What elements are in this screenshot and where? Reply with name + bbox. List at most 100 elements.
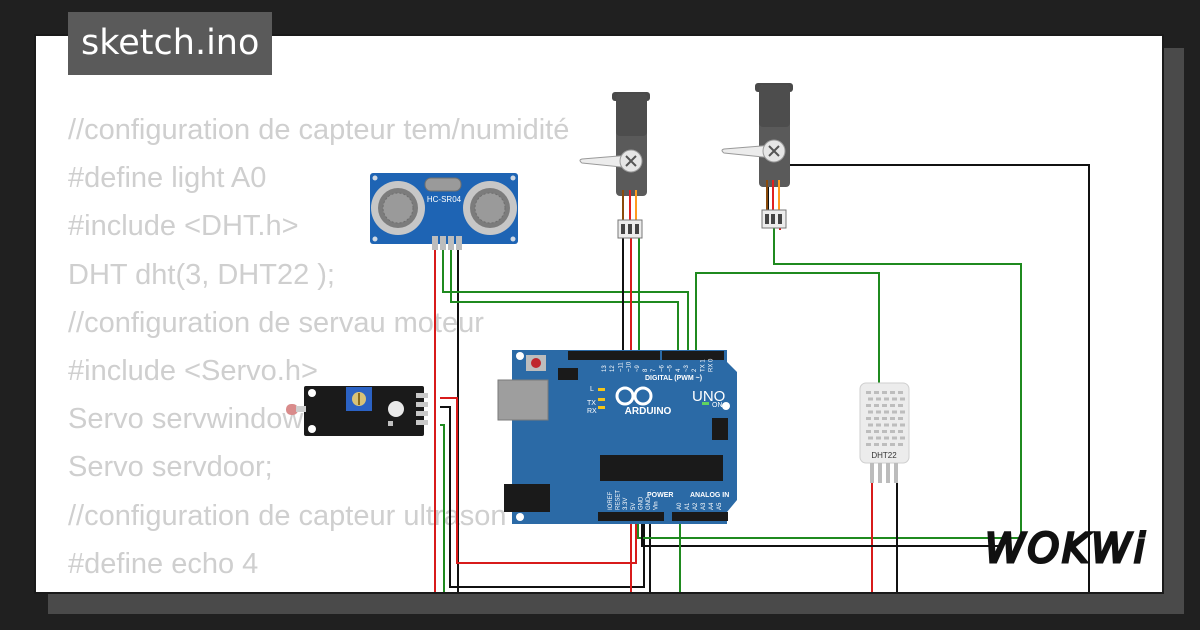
- wokwi-logo: WOKWi: [984, 525, 1148, 574]
- pin-label: 2: [692, 368, 698, 372]
- grille-hole: [866, 430, 871, 433]
- pin-label: IOREF: [608, 491, 614, 510]
- pin-label: A0: [677, 502, 683, 510]
- grille-hole: [890, 430, 895, 433]
- grille-hole: [876, 397, 881, 401]
- filename-tab[interactable]: sketch.ino: [68, 12, 273, 75]
- pin-label: Vin: [654, 501, 660, 510]
- pin-label: ~10: [627, 361, 633, 372]
- wire-servo2-sig[interactable]: [637, 228, 1022, 539]
- microcontroller-chip: [600, 455, 723, 481]
- grille-hole: [882, 391, 887, 394]
- ultrasonic-sensor[interactable]: HC-SR04: [370, 173, 518, 250]
- wire-us-trig[interactable]: [442, 250, 689, 352]
- pin-label: A5: [717, 502, 723, 510]
- grille-hole: [874, 391, 879, 394]
- grille-hole: [892, 423, 897, 427]
- rx-led-label: RX: [587, 408, 597, 415]
- servo-door[interactable]: [721, 83, 793, 229]
- grille-hole: [884, 410, 889, 414]
- digital-header-label: DIGITAL (PWM ~): [645, 375, 702, 382]
- pin-label: 8: [643, 368, 649, 372]
- grille-hole: [884, 397, 889, 401]
- servo-window[interactable]: [579, 92, 650, 239]
- pin-label: TX 1: [700, 359, 706, 372]
- pin-label: ~5: [668, 364, 674, 372]
- analog-header-label: ANALOG IN: [690, 492, 729, 499]
- pin-label: A1: [685, 502, 691, 510]
- arduino-brand: ARDUINO: [625, 406, 672, 417]
- wire-dht-data[interactable]: [695, 272, 880, 482]
- grille-hole: [866, 391, 871, 394]
- grille-hole: [866, 417, 871, 420]
- grille-hole: [882, 417, 887, 420]
- dht-grille: [866, 391, 905, 446]
- on-led-label: ON: [712, 402, 723, 409]
- grille-hole: [900, 397, 905, 401]
- code-line: //configuration de capteur ultrason: [68, 499, 507, 532]
- tx-led-label: TX: [587, 400, 596, 407]
- grille-hole: [884, 423, 889, 427]
- code-line: #define light A0: [68, 162, 267, 195]
- pin-label: GND: [638, 496, 644, 510]
- grille-hole: [898, 404, 903, 407]
- pin-label: A4: [709, 502, 715, 510]
- grille-hole: [874, 430, 879, 433]
- grille-hole: [874, 404, 879, 407]
- pin-label: 12: [610, 365, 616, 372]
- grille-hole: [900, 423, 905, 427]
- arduino-uno[interactable]: ARDUINO UNO DIGITAL (PWM ~) POWER ANALOG…: [497, 350, 737, 524]
- pin-label: 5V: [631, 503, 637, 510]
- pin-label: ~3: [684, 364, 690, 372]
- pin-label: 7: [651, 368, 657, 372]
- power-header-label: POWER: [647, 492, 673, 499]
- code-line: //configuration de servau moteur: [68, 306, 484, 339]
- code-line: Servo servdoor;: [68, 451, 273, 484]
- grille-hole: [868, 397, 873, 401]
- dht22-sensor[interactable]: DHT22: [859, 382, 910, 483]
- grille-hole: [884, 436, 889, 440]
- pin-label: RESET: [616, 490, 622, 510]
- grille-hole: [876, 410, 881, 414]
- grille-hole: [868, 410, 873, 414]
- grille-hole: [898, 391, 903, 394]
- grille-hole: [898, 430, 903, 433]
- grille-hole: [892, 397, 897, 401]
- pin-label: ~6: [659, 364, 665, 372]
- l-led-label: L: [590, 386, 594, 393]
- pin-label: 13: [602, 365, 608, 372]
- grille-hole: [900, 436, 905, 440]
- code-line: Servo servwindow;: [68, 403, 312, 436]
- grille-hole: [890, 404, 895, 407]
- reset-button[interactable]: [531, 358, 541, 368]
- pin-label: RX 0: [709, 358, 715, 372]
- grille-hole: [882, 430, 887, 433]
- grille-hole: [898, 417, 903, 420]
- grille-hole: [874, 443, 879, 446]
- code-line: //configuration de capteur tem/numidité: [68, 114, 570, 146]
- grille-hole: [882, 404, 887, 407]
- ultrasonic-pins: [432, 236, 462, 250]
- wire-us-echo[interactable]: [450, 250, 679, 352]
- ldr-module[interactable]: [286, 386, 428, 436]
- pin-label: 3.3V: [623, 498, 629, 510]
- grille-hole: [890, 443, 895, 446]
- pin-label: A2: [693, 502, 699, 510]
- code-line: DHT dht(3, DHT22 );: [68, 258, 335, 291]
- photoresistor: [286, 404, 298, 415]
- grille-hole: [868, 423, 873, 427]
- arduino-logo: [615, 386, 653, 406]
- grille-hole: [892, 436, 897, 440]
- pin-label: A3: [701, 502, 707, 510]
- grille-hole: [876, 436, 881, 440]
- grille-hole: [882, 443, 887, 446]
- wire-ldr-vcc[interactable]: [440, 397, 637, 564]
- wire-ldr-gnd[interactable]: [440, 406, 645, 588]
- pin-label: 4: [676, 368, 682, 372]
- wire-ldr-ao[interactable]: [440, 424, 445, 600]
- grille-hole: [890, 391, 895, 394]
- arduino-model: UNO: [692, 388, 725, 405]
